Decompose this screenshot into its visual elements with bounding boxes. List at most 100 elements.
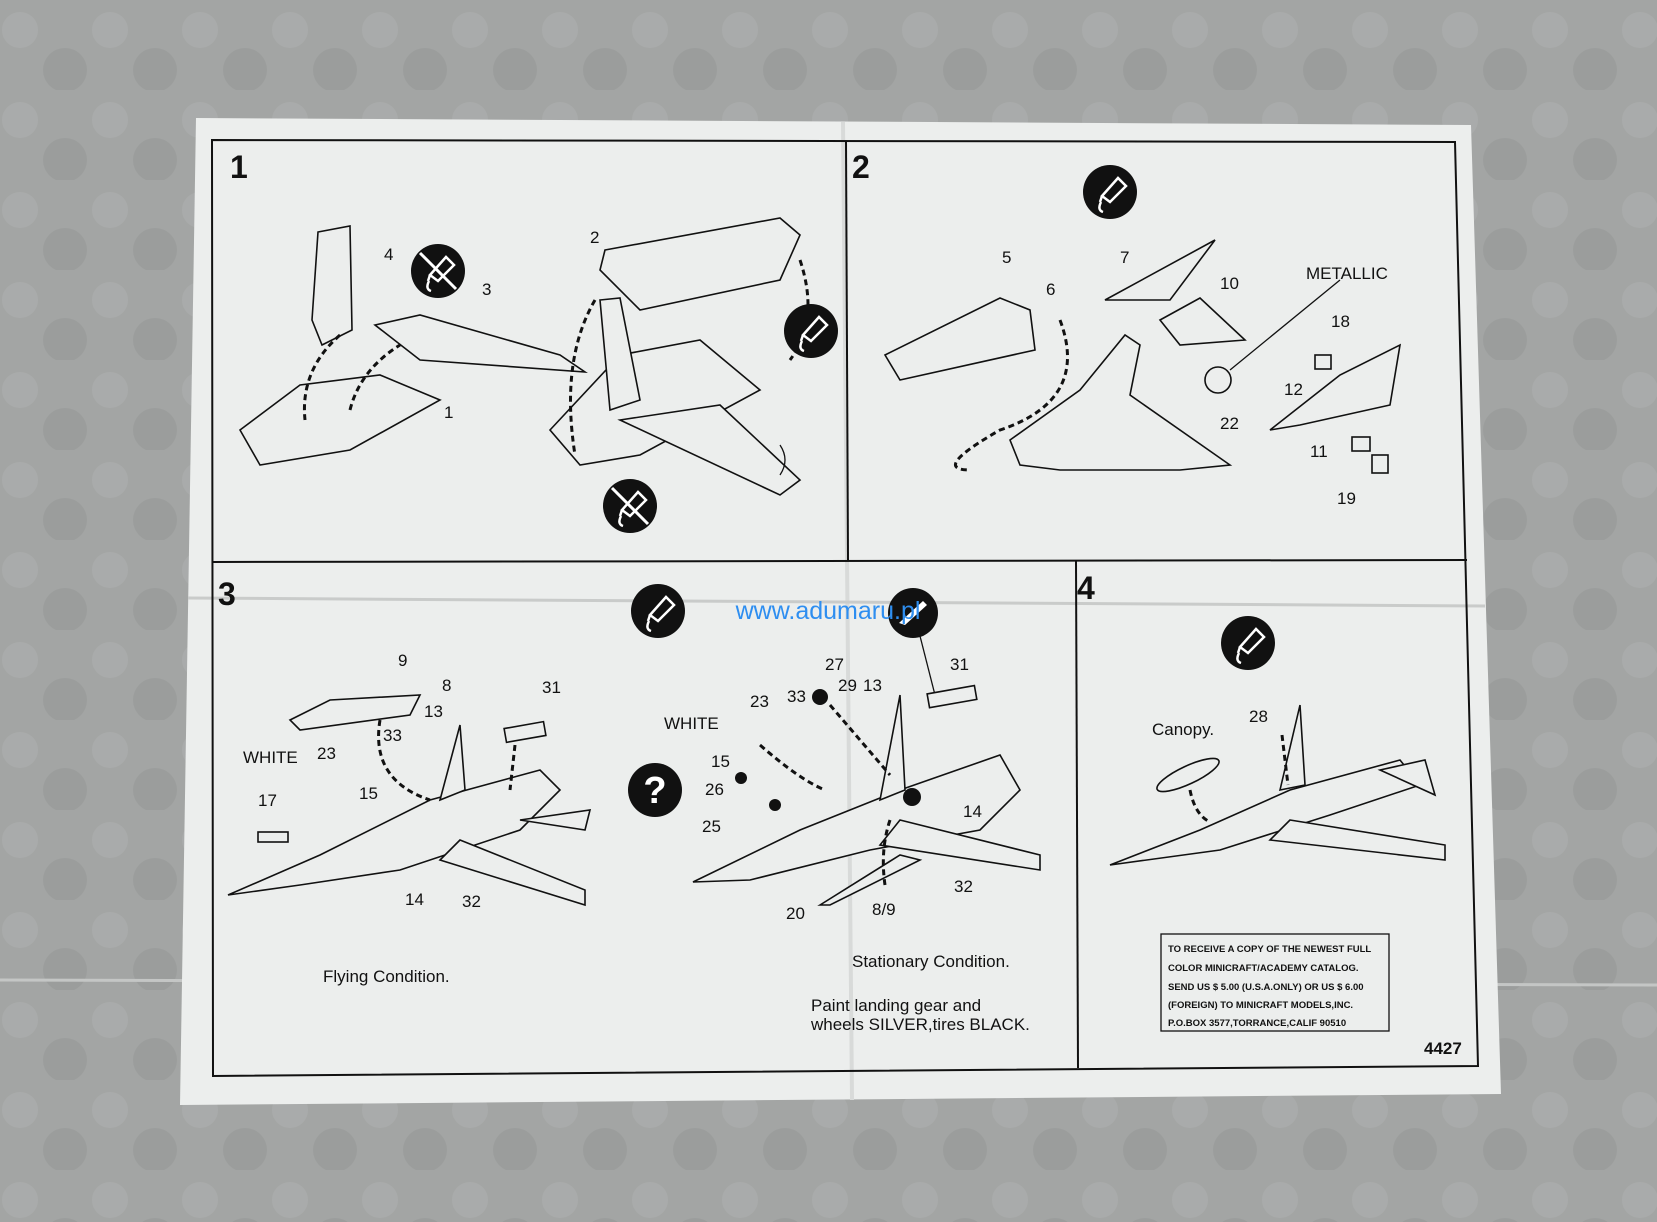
catalog-info-box: TO RECEIVE A COPY OF THE NEWEST FULL COL… — [1160, 933, 1390, 1032]
part-22 — [1204, 366, 1232, 394]
question-icon: ? — [628, 763, 682, 817]
part-number: 18 — [1331, 312, 1350, 331]
part-17 — [257, 831, 289, 843]
part-number: 33 — [787, 687, 806, 706]
part-number: 26 — [705, 780, 724, 799]
part-19 — [1371, 454, 1389, 474]
part-11 — [1351, 436, 1371, 452]
catalog-text-line: TO RECEIVE A COPY OF THE NEWEST FULL — [1168, 944, 1371, 955]
fuselage-half-part — [883, 297, 1036, 381]
part-number: 20 — [786, 904, 805, 923]
part-number: 2 — [590, 228, 599, 247]
step-number: 3 — [218, 576, 236, 612]
glue-icon — [782, 302, 840, 360]
part-number: 10 — [1220, 274, 1239, 293]
vertical-tail-part — [311, 225, 353, 347]
nose-part — [1269, 343, 1402, 431]
catalog-text-line: (FOREIGN) TO MINICRAFT MODELS,INC. — [1168, 1000, 1353, 1011]
fold-line-horizontal — [187, 596, 1486, 608]
no-glue-icon — [409, 242, 467, 300]
part-number: 3 — [482, 280, 491, 299]
part-number: 31 — [542, 678, 561, 697]
kit-number: 4427 — [1424, 1039, 1462, 1058]
intake-part — [1158, 297, 1247, 346]
aircraft-wing — [438, 839, 586, 907]
part-number: 14 — [405, 890, 424, 909]
fin-part — [1104, 239, 1216, 301]
fuselage-assembly — [1009, 333, 1233, 471]
step-3-panel: 3 9 8 31 13 WHITE 23 33 15 17 14 32 Flyi… — [218, 576, 1041, 1034]
part-number: 13 — [424, 702, 443, 721]
wheel-part — [903, 788, 921, 806]
aircraft-wing — [1268, 819, 1446, 861]
part-number: 14 — [963, 802, 982, 821]
aircraft-stabilizer — [1377, 759, 1437, 797]
step-number: 4 — [1077, 570, 1095, 606]
watermark: www.adumaru.pl — [735, 597, 921, 625]
step-1-panel: 1 4 3 1 2 — [230, 149, 840, 535]
aircraft-fuselage — [227, 769, 562, 896]
tail-part — [599, 297, 641, 412]
part-number: 19 — [1337, 489, 1356, 508]
part-number: 7 — [1120, 248, 1129, 267]
stationary-condition-caption: Stationary Condition. — [852, 952, 1010, 971]
part-number: 8/9 — [872, 900, 896, 919]
aircraft-fin — [438, 724, 466, 802]
paint-note-line: Paint landing gear and — [811, 996, 981, 1015]
part-number: 4 — [384, 245, 393, 264]
part-number: 17 — [258, 791, 277, 810]
step-number: 1 — [230, 149, 248, 185]
part-number: 9 — [398, 651, 407, 670]
paint-note-line: wheels SILVER,tires BLACK. — [810, 1015, 1030, 1034]
fuel-tank-part — [288, 694, 422, 731]
part-number: 29 — [838, 676, 857, 695]
part-number: 6 — [1046, 280, 1055, 299]
glue-icon — [1219, 614, 1277, 672]
canopy-part — [1156, 757, 1220, 793]
step-4-panel: 4 Canopy. 28 TO RECEIVE A COPY OF THE NE… — [1077, 570, 1462, 1058]
fuselage-half-part — [238, 374, 442, 466]
fuselage-spine-part — [373, 314, 588, 374]
glue-icon — [1081, 163, 1139, 221]
fuselage-upper-part — [599, 217, 801, 311]
panel-frame — [210, 138, 1480, 1078]
fold-line-vertical — [841, 121, 854, 1101]
aircraft-fin — [878, 694, 906, 802]
part-number: 23 — [750, 692, 769, 711]
step-2-panel: 2 METALLIC 5 6 7 10 18 12 22 11 19 — [852, 149, 1402, 508]
part-number: 5 — [1002, 248, 1011, 267]
wing-part — [617, 404, 802, 496]
flying-condition-caption: Flying Condition. — [323, 967, 450, 986]
aircraft-fuselage — [692, 754, 1021, 883]
part-number: 1 — [444, 403, 453, 422]
part-number: 12 — [1284, 380, 1303, 399]
part-number: 8 — [442, 676, 451, 695]
part-number: 28 — [1249, 707, 1268, 726]
svg-text:?: ? — [643, 770, 666, 812]
part-number: 11 — [1310, 442, 1328, 461]
part-number: 15 — [711, 752, 730, 771]
part-number: 25 — [702, 817, 721, 836]
catalog-text-line: COLOR MINICRAFT/ACADEMY CATALOG. — [1168, 963, 1359, 974]
no-glue-icon — [601, 477, 659, 535]
aircraft-wing — [878, 819, 1041, 871]
part-31 — [926, 684, 978, 709]
catalog-text-line: SEND US $ 5.00 (U.S.A.ONLY) OR US $ 6.00 — [1168, 982, 1364, 993]
knife-icon — [888, 588, 938, 638]
part-number: 15 — [359, 784, 378, 803]
part-number: 31 — [950, 655, 969, 674]
canopy-label: Canopy. — [1152, 720, 1214, 739]
aircraft-stabilizer — [519, 809, 592, 831]
flying-condition-diagram: 9 8 31 13 WHITE 23 33 15 17 14 32 Flying… — [227, 651, 592, 986]
step-number: 2 — [852, 149, 870, 185]
part-number: 23 — [317, 744, 336, 763]
part-number: 22 — [1220, 414, 1239, 433]
wheel-part — [812, 689, 828, 705]
fuel-tank-part — [817, 854, 923, 906]
catalog-text-line: P.O.BOX 3577,TORRANCE,CALIF 90510 — [1168, 1018, 1346, 1029]
part-18 — [1314, 354, 1332, 370]
stationary-condition-diagram: ? WHITE 23 33 27 29 13 31 — [628, 588, 1041, 1034]
part-number: 32 — [462, 892, 481, 911]
part-number: 13 — [863, 676, 882, 695]
